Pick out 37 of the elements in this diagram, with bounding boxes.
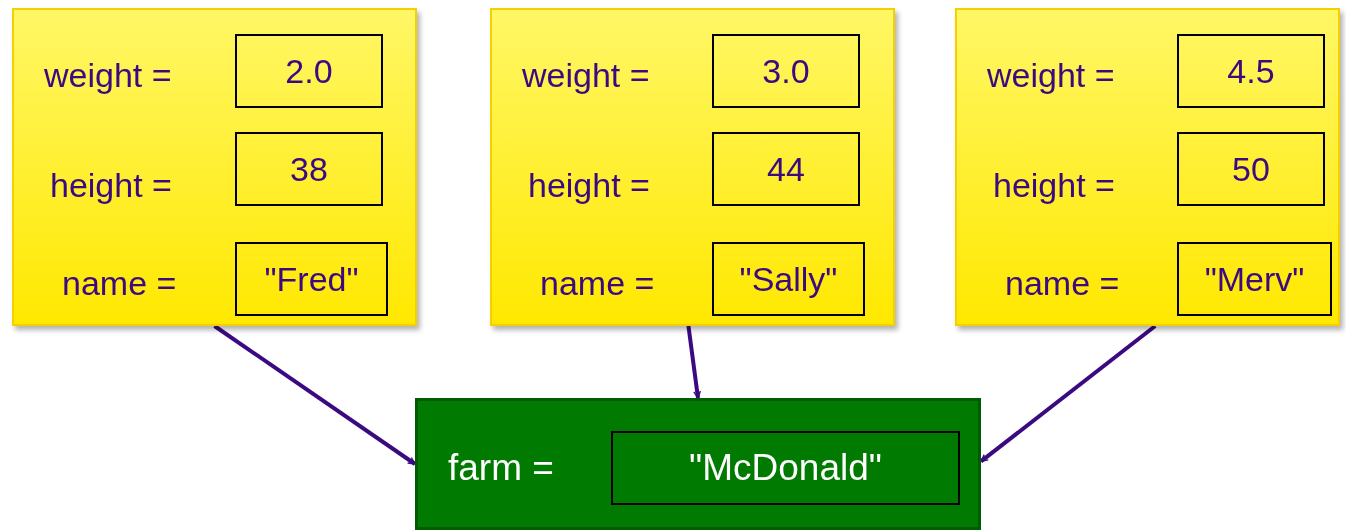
field-value: 2.0 bbox=[285, 51, 333, 91]
field-value: 3.0 bbox=[762, 51, 810, 91]
object-box bbox=[955, 8, 1340, 326]
value-box bbox=[1177, 34, 1325, 108]
field-label: height = bbox=[50, 168, 172, 202]
field-value: "Sally" bbox=[739, 259, 838, 299]
field-label: farm = bbox=[448, 449, 554, 486]
value-box bbox=[611, 431, 960, 505]
value-box bbox=[712, 242, 865, 316]
field-value: 4.5 bbox=[1227, 51, 1275, 91]
value-box bbox=[1177, 242, 1332, 316]
value-box bbox=[235, 34, 383, 108]
field-label: name = bbox=[540, 266, 655, 300]
field-value: 38 bbox=[290, 149, 328, 189]
arrow bbox=[979, 324, 1157, 463]
field-label: height = bbox=[993, 168, 1115, 202]
value-box bbox=[712, 132, 860, 206]
arrow bbox=[213, 324, 417, 466]
field-value: "Merv" bbox=[1204, 259, 1305, 299]
field-label: height = bbox=[528, 168, 650, 202]
field-label: name = bbox=[62, 266, 177, 300]
field-label: name = bbox=[1005, 266, 1120, 300]
value-box bbox=[235, 242, 388, 316]
arrow bbox=[686, 325, 702, 399]
farm-object-box bbox=[415, 398, 981, 530]
object-box bbox=[12, 8, 417, 326]
field-label: weight = bbox=[44, 58, 172, 92]
value-box bbox=[712, 34, 860, 108]
field-label: weight = bbox=[522, 58, 650, 92]
field-label: weight = bbox=[987, 58, 1115, 92]
value-box bbox=[1177, 132, 1325, 206]
field-value: "Fred" bbox=[264, 259, 359, 299]
object-box bbox=[490, 8, 895, 326]
value-box bbox=[235, 132, 383, 206]
field-value: "McDonald" bbox=[689, 447, 882, 489]
field-value: 44 bbox=[767, 149, 805, 189]
field-value: 50 bbox=[1232, 149, 1270, 189]
